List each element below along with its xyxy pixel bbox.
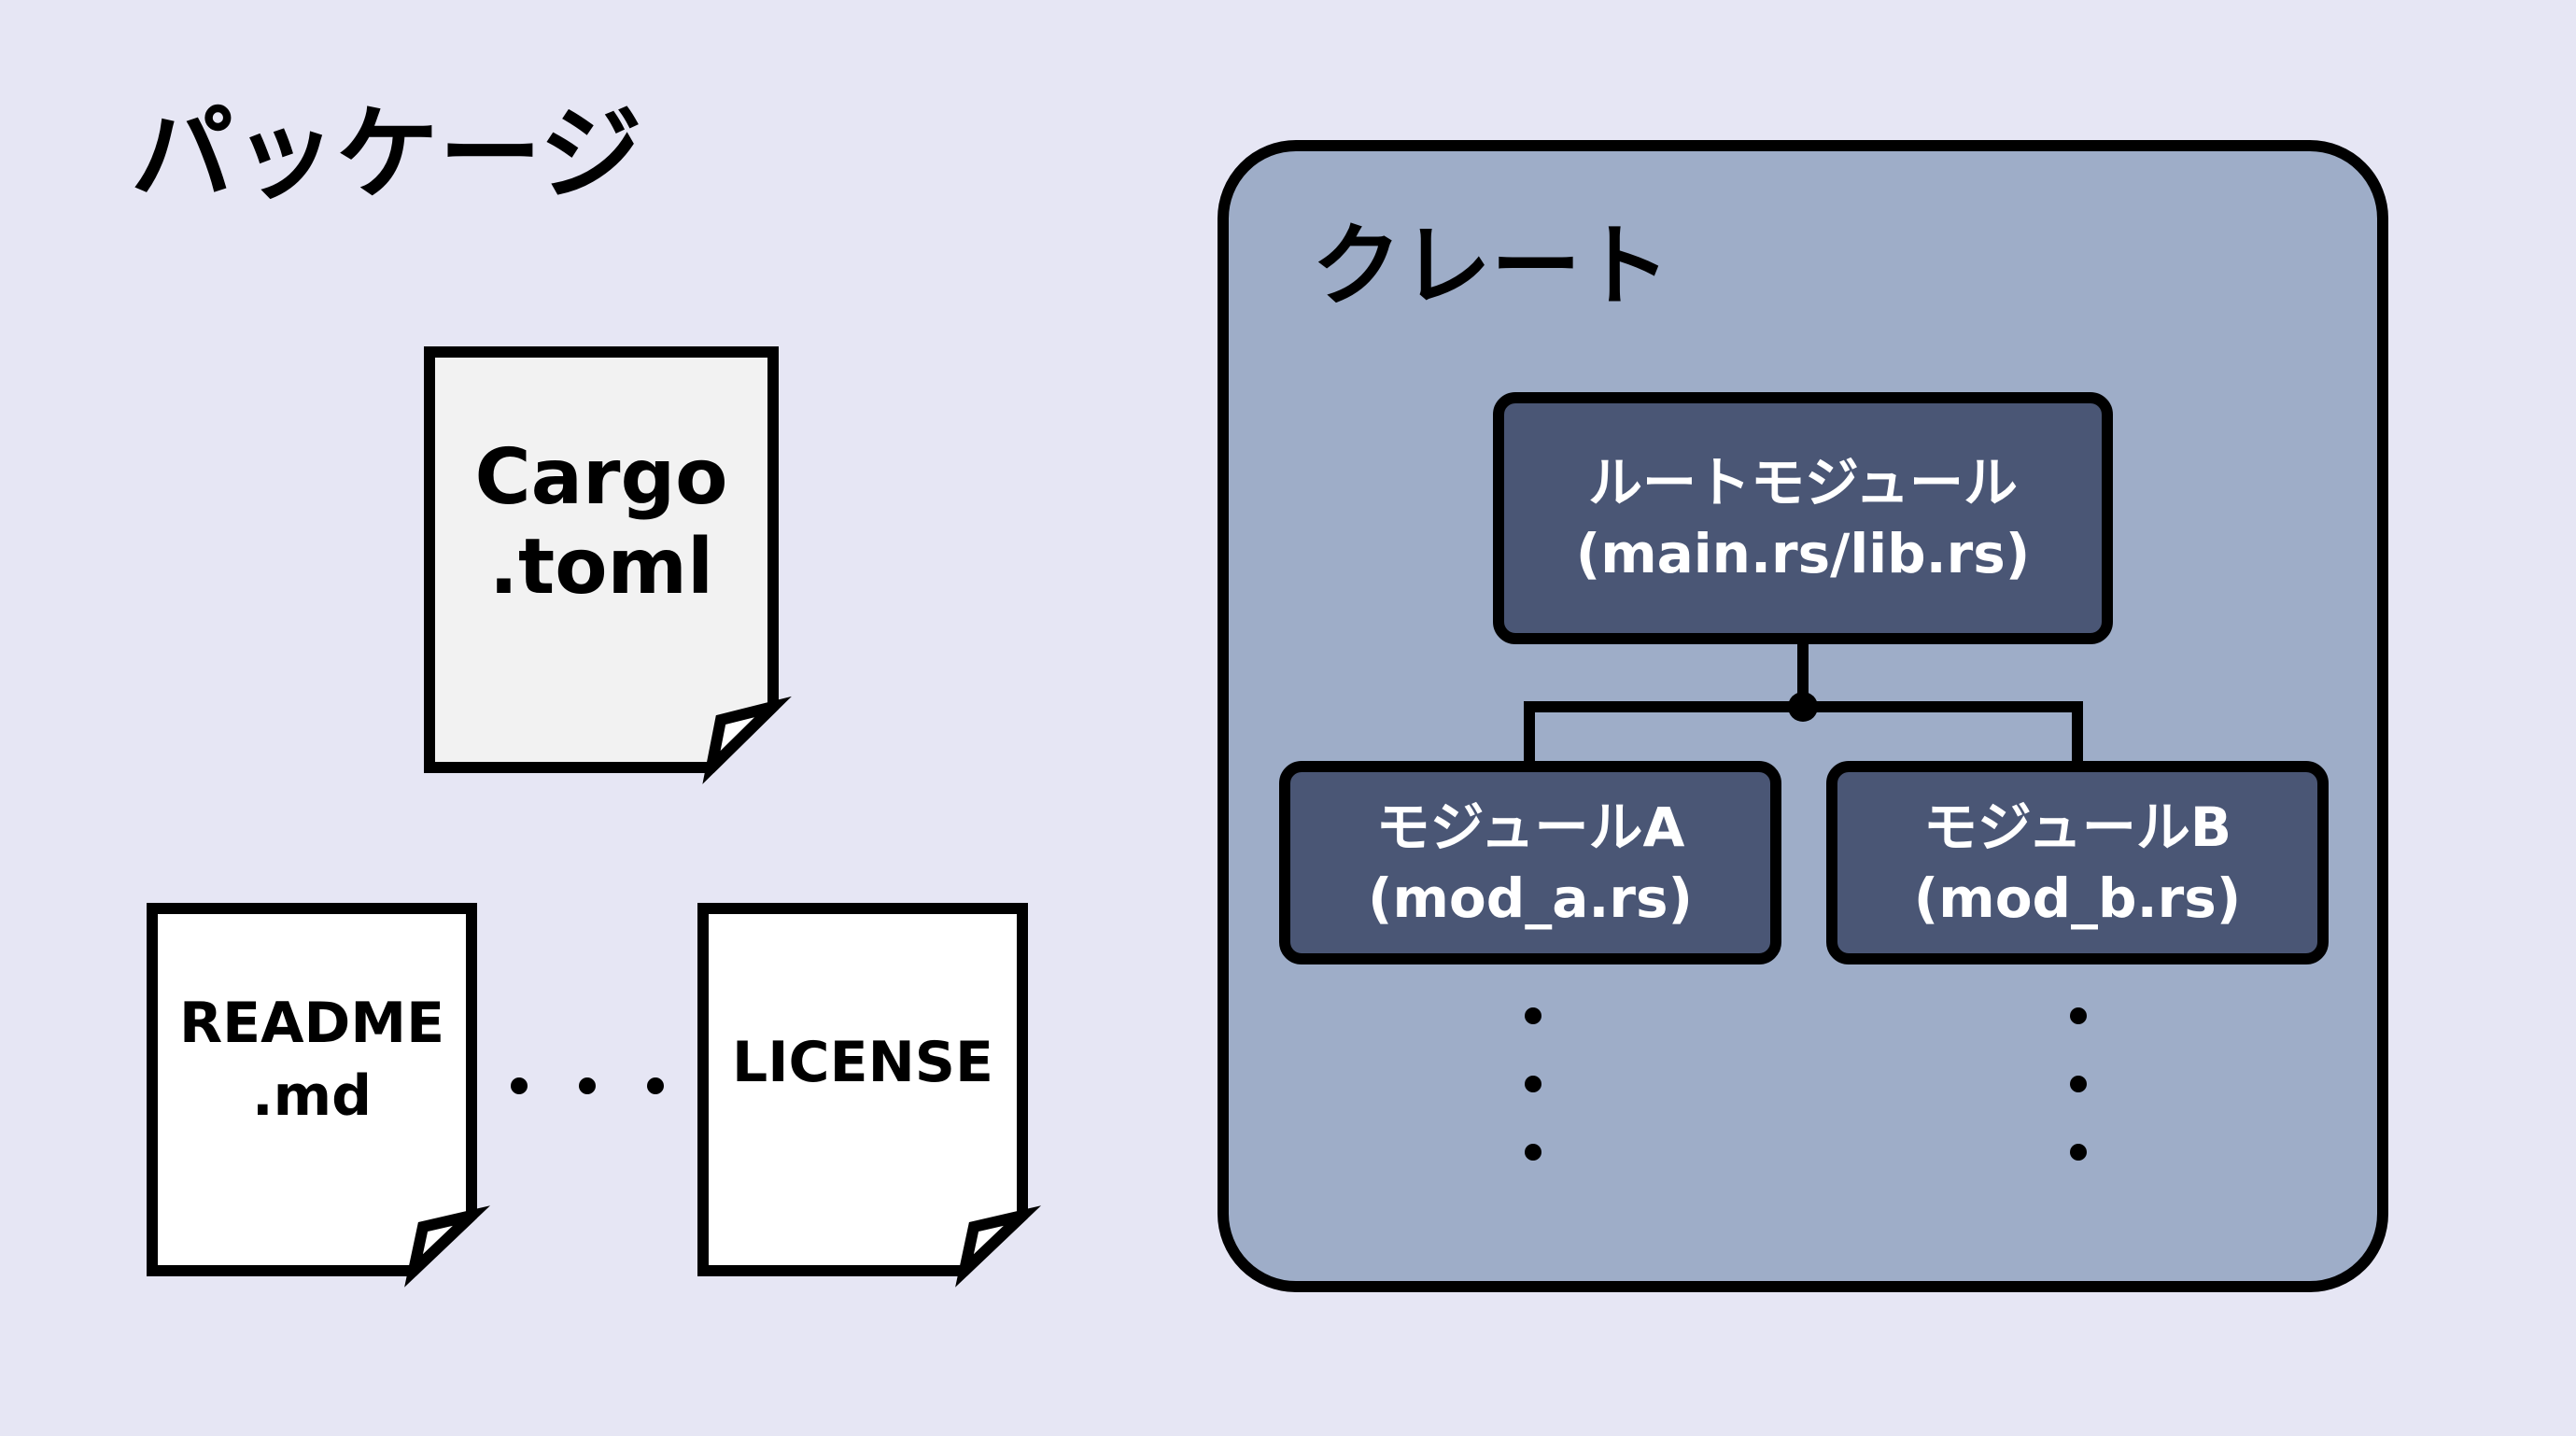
crate-title: クレート (1312, 214, 1670, 318)
license-line1: LICENSE (732, 1030, 993, 1095)
readme-line2: .md (251, 1063, 373, 1129)
readme-label: README .md (158, 980, 466, 1139)
module-b-name: モジュールB (1922, 795, 2232, 859)
root-module-box (1493, 392, 2113, 644)
license-document-icon (697, 903, 1042, 1288)
ellipsis-dots (511, 1077, 664, 1094)
license-label: LICENSE (709, 1018, 1017, 1107)
module-a-vertical-ellipsis (1525, 1007, 1541, 1161)
cargo-toml-label: Cargo .toml (435, 401, 767, 644)
module-a-label: モジュールA (mod_a.rs) (1290, 772, 1770, 953)
module-a-file: (mod_a.rs) (1367, 866, 1694, 930)
root-module-name: ルートモジュール (1588, 451, 2018, 514)
readme-document-icon (147, 903, 491, 1288)
module-b-file: (mod_b.rs) (1913, 866, 2242, 930)
readme-line1: README (178, 991, 445, 1056)
cargo-toml-line2: .toml (488, 523, 714, 612)
cargo-toml-line1: Cargo (474, 433, 728, 522)
root-module-file: (main.rs/lib.rs) (1575, 522, 2031, 585)
junction-dot (1788, 692, 1818, 722)
module-a-name: モジュールA (1375, 795, 1685, 859)
module-a-box (1279, 761, 1781, 964)
module-b-label: モジュールB (mod_b.rs) (1837, 772, 2317, 953)
module-b-box (1826, 761, 2329, 964)
root-module-label: ルートモジュール (main.rs/lib.rs) (1504, 403, 2102, 633)
module-b-vertical-ellipsis (2070, 1007, 2087, 1161)
cargo-toml-document-icon (424, 346, 792, 784)
package-title: パッケージ (131, 94, 642, 214)
